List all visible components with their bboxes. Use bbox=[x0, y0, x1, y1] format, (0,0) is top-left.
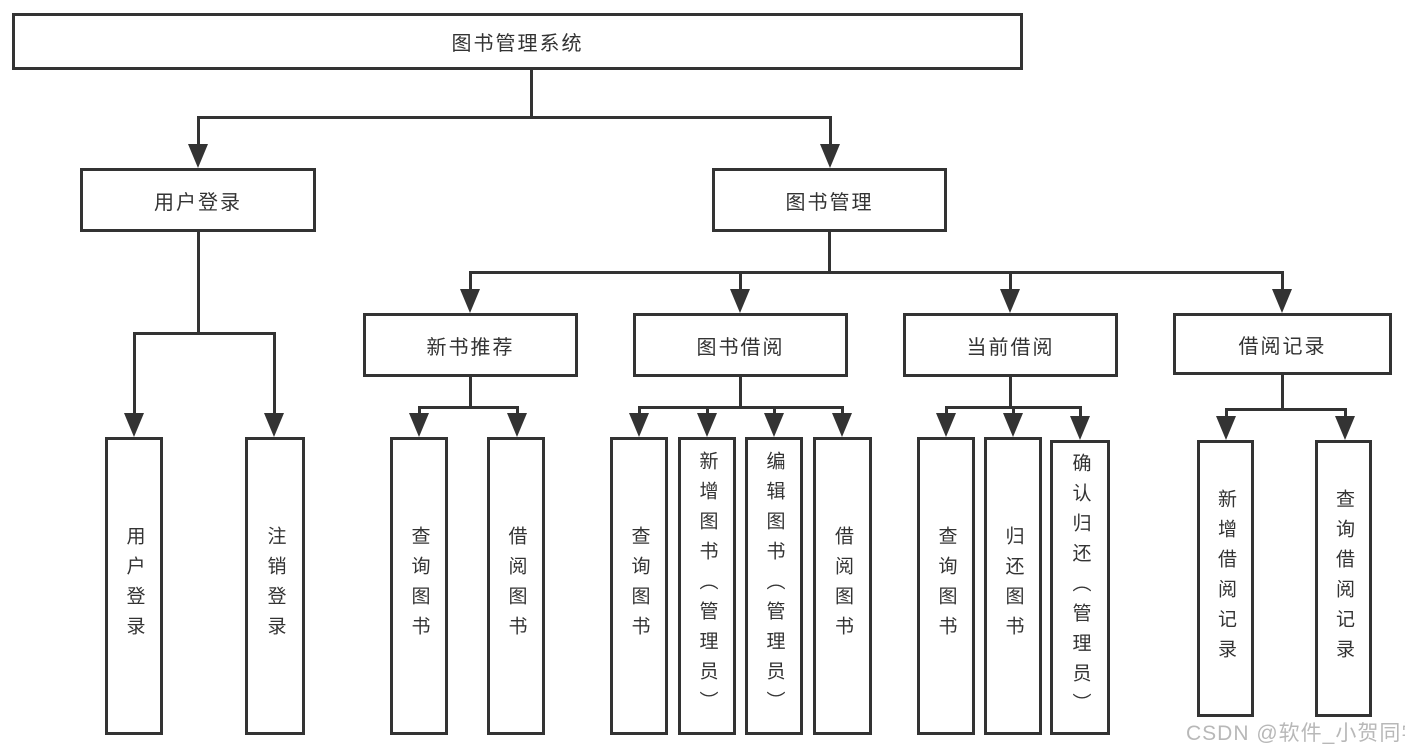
node-add-borrow-record: 新增借阅记录 bbox=[1197, 440, 1254, 717]
arrowhead-cb-leaf1 bbox=[936, 413, 956, 437]
connector-cb-leaf2-drop bbox=[1011, 406, 1015, 418]
connector-root-stem bbox=[529, 70, 533, 119]
arrowhead-bb-leaf1 bbox=[629, 413, 649, 437]
connector-bb-leaf1-drop bbox=[637, 406, 641, 418]
node-label: 新书推荐 bbox=[426, 336, 515, 359]
node-label: 新增图书（管理员） bbox=[696, 451, 718, 721]
connector-br-leaf2-drop bbox=[1343, 408, 1347, 420]
node-current-borrowing: 当前借阅 bbox=[903, 313, 1118, 377]
arrowhead-borrow-record bbox=[1272, 289, 1292, 313]
arrowhead-cb-leaf3 bbox=[1070, 416, 1090, 440]
connector-borrow-record-stem bbox=[1280, 375, 1284, 411]
arrowhead-bb-leaf2 bbox=[697, 413, 717, 437]
node-borrowing-records: 借阅记录 bbox=[1173, 313, 1392, 375]
node-query-books-newbook: 查询图书 bbox=[390, 437, 448, 735]
connector-borrow-record-branch bbox=[1224, 408, 1346, 411]
node-label: 用户登录 bbox=[154, 191, 242, 214]
arrowhead-bb-leaf4 bbox=[832, 413, 852, 437]
node-user-login: 用户登录 bbox=[80, 168, 316, 232]
arrowhead-bb-leaf3 bbox=[764, 413, 784, 437]
arrowhead-user-login bbox=[188, 144, 208, 168]
connector-cb-leaf3-drop bbox=[1078, 406, 1082, 420]
connector-new-book-drop bbox=[468, 271, 472, 293]
arrowhead-logout-leaf bbox=[264, 413, 284, 437]
node-new-book-recommend: 新书推荐 bbox=[363, 313, 578, 377]
node-label: 查询借阅记录 bbox=[1333, 488, 1354, 669]
node-label: 注销登录 bbox=[264, 526, 286, 646]
node-label: 借阅图书 bbox=[832, 526, 853, 646]
connector-br-leaf1-drop bbox=[1224, 408, 1228, 420]
node-query-books-borrow: 查询图书 bbox=[610, 437, 668, 735]
node-label: 查询图书 bbox=[628, 526, 650, 646]
node-edit-book-admin: 编辑图书（管理员） bbox=[745, 437, 803, 735]
arrowhead-cb-leaf2 bbox=[1003, 413, 1023, 437]
node-label: 确认归还（管理员） bbox=[1069, 452, 1091, 723]
connector-bb-leaf4-drop bbox=[840, 406, 844, 418]
node-label: 当前借阅 bbox=[966, 336, 1055, 359]
connector-level2-horizontal bbox=[196, 116, 832, 119]
connector-book-borrow-stem bbox=[738, 377, 742, 409]
connector-logout-leaf-drop bbox=[272, 332, 276, 416]
arrowhead-nb-leaf1 bbox=[409, 413, 429, 437]
node-query-borrow-record: 查询借阅记录 bbox=[1315, 440, 1372, 717]
node-borrow-books-leaf: 借阅图书 bbox=[813, 437, 872, 735]
arrowhead-br-leaf1 bbox=[1216, 416, 1236, 440]
arrowhead-current-borrow bbox=[1000, 289, 1020, 313]
arrowhead-nb-leaf2 bbox=[507, 413, 527, 437]
connector-borrow-record-drop bbox=[1280, 271, 1284, 293]
node-add-book-admin: 新增图书（管理员） bbox=[678, 437, 736, 735]
watermark-text: CSDN @软件_小贺同学 bbox=[1186, 722, 1405, 745]
node-label: 新增借阅记录 bbox=[1215, 488, 1236, 669]
node-return-books: 归还图书 bbox=[984, 437, 1042, 735]
connector-login-leaf-drop bbox=[132, 332, 136, 416]
node-label: 借阅记录 bbox=[1238, 335, 1327, 358]
arrowhead-new-book bbox=[460, 289, 480, 313]
connector-bb-leaf2-drop bbox=[705, 406, 709, 418]
connector-book-mgmt-stem bbox=[827, 232, 831, 274]
arrowhead-book-borrow bbox=[730, 289, 750, 313]
node-library-management-system: 图书管理系统 bbox=[12, 13, 1023, 70]
node-label: 借阅图书 bbox=[505, 526, 527, 646]
node-user-login-leaf: 用户登录 bbox=[105, 437, 163, 735]
node-book-management: 图书管理 bbox=[712, 168, 947, 232]
node-label: 编辑图书（管理员） bbox=[763, 451, 785, 721]
connector-current-borrow-stem bbox=[1008, 377, 1012, 409]
node-confirm-return-admin: 确认归还（管理员） bbox=[1050, 440, 1110, 735]
node-label: 用户登录 bbox=[123, 526, 145, 646]
node-label: 查询图书 bbox=[935, 526, 957, 646]
connector-user-login-drop bbox=[196, 116, 200, 148]
arrowhead-br-leaf2 bbox=[1335, 416, 1355, 440]
node-label: 图书管理系统 bbox=[451, 33, 584, 55]
connector-book-borrow-drop bbox=[738, 271, 742, 293]
connector-level3-horizontal bbox=[468, 271, 1284, 274]
connector-cb-leaf1-drop bbox=[944, 406, 948, 418]
arrowhead-login-leaf bbox=[124, 413, 144, 437]
node-borrow-books-newbook: 借阅图书 bbox=[487, 437, 545, 735]
node-label: 归还图书 bbox=[1002, 526, 1024, 646]
node-label: 图书借阅 bbox=[696, 336, 785, 359]
node-book-borrowing: 图书借阅 bbox=[633, 313, 848, 377]
node-label: 查询图书 bbox=[408, 526, 430, 646]
connector-nb-leaf1-drop bbox=[417, 406, 421, 418]
node-label: 图书管理 bbox=[785, 191, 874, 214]
node-query-books-current: 查询图书 bbox=[917, 437, 975, 735]
connector-new-book-branch bbox=[417, 406, 519, 409]
connector-new-book-stem bbox=[468, 377, 472, 409]
connector-current-borrow-drop bbox=[1008, 271, 1012, 293]
connector-bb-leaf3-drop bbox=[772, 406, 776, 418]
connector-user-login-branch bbox=[132, 332, 276, 335]
arrowhead-book-mgmt bbox=[820, 144, 840, 168]
connector-nb-leaf2-drop bbox=[515, 406, 519, 418]
connector-book-mgmt-drop bbox=[828, 116, 832, 148]
node-logout-leaf: 注销登录 bbox=[245, 437, 305, 735]
connector-user-login-stem bbox=[196, 232, 200, 335]
connector-book-borrow-branch bbox=[637, 406, 844, 409]
